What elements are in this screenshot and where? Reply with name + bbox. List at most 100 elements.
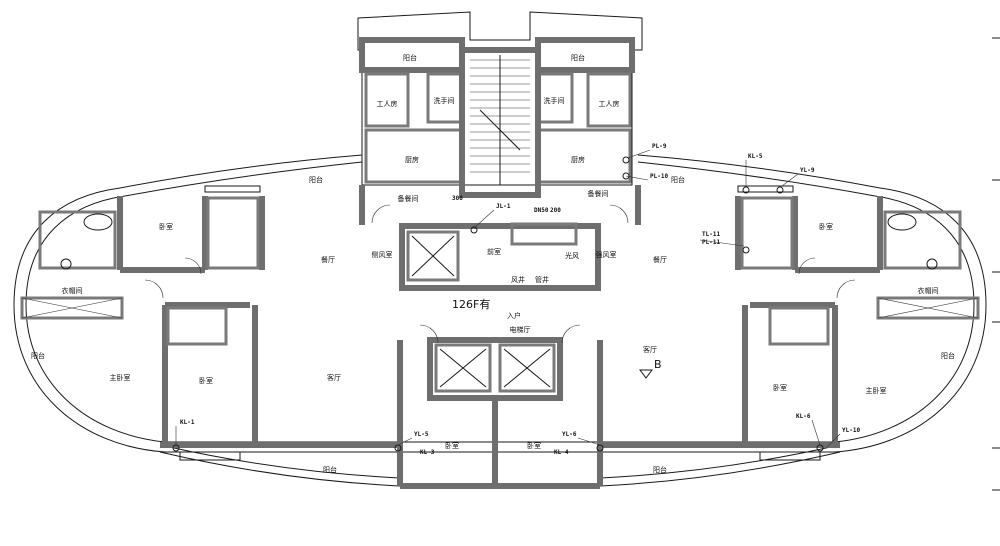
- tag-leaders: [175, 149, 841, 449]
- label-front-room: 前室: [487, 247, 501, 256]
- section-label: B: [654, 358, 662, 371]
- door-arc-1: [144, 279, 164, 299]
- tag-pl9: PL-9: [652, 143, 667, 150]
- label-elevator-hall: 电梯厅: [510, 325, 531, 334]
- label-shaft-b: 管井: [535, 275, 549, 284]
- tag-pl10: PL-10: [650, 173, 668, 180]
- label-bedroom-nw: 卧室: [159, 222, 173, 231]
- tag-yl9: YL-9: [800, 167, 815, 174]
- closet-right-x2: [877, 297, 979, 319]
- door-arc-2: [836, 279, 856, 299]
- label-balcony-side-left: 阳台: [31, 351, 45, 360]
- label-bedroom-ne: 卧室: [819, 222, 833, 231]
- balcony-arc-bottom-right: [599, 451, 841, 487]
- interior-walls: [117, 185, 883, 489]
- label-laundry-right: 衣帽间: [918, 286, 939, 295]
- label-balcony-upper-right: 阳台: [671, 175, 685, 184]
- label-living-left: 客厅: [327, 373, 341, 382]
- label-balcony-top-right: 阳台: [571, 53, 585, 62]
- roof-arc-right: [637, 154, 881, 189]
- bath-left-upper: [206, 196, 260, 270]
- floor-label: 126F有: [452, 297, 490, 311]
- outer-envelope-line: [13, 187, 987, 453]
- right-edge-marks: [992, 37, 1000, 491]
- tag-kl4: KL-4: [554, 449, 569, 456]
- lower-elevator-left: [434, 343, 492, 393]
- window-strip-top-left: [204, 185, 261, 193]
- closet-left-x2: [21, 297, 123, 319]
- label-bedroom-left-mid: 卧室: [199, 376, 213, 385]
- label-service-right: 备餐间: [588, 189, 609, 198]
- closet-left: [20, 296, 124, 320]
- top-balcony-right-wall: [535, 37, 635, 73]
- tag-jl1: JL-1: [496, 203, 511, 210]
- stair-core-wall: [459, 47, 541, 198]
- label-washroom-right: 洗手间: [544, 96, 565, 105]
- tag-pl11: PL-11: [702, 239, 720, 246]
- bath-far-left: [38, 210, 117, 270]
- stair-treads: [470, 55, 530, 185]
- balcony-arc-bottom-left: [159, 451, 401, 487]
- door-arc-4: [561, 324, 581, 344]
- balcony-arc-bottom-left-in: [164, 445, 401, 479]
- inner-envelope-line: [25, 195, 975, 443]
- label-shaft-c: 光风: [565, 251, 579, 260]
- toilet-right: [926, 258, 938, 270]
- worker-room-right-wall: [586, 72, 632, 128]
- label-kitchen-left: 厨房: [405, 155, 419, 164]
- tag-kl6: KL-6: [796, 413, 811, 420]
- window-strip-right: [759, 451, 821, 461]
- door-arc-3: [419, 324, 439, 344]
- door-arc-5: [184, 257, 202, 275]
- section-marker: [639, 369, 653, 379]
- lower-elevator-wall: [427, 337, 563, 401]
- tag-kl3: KL-3: [420, 449, 435, 456]
- bath-right-lower: [768, 306, 830, 346]
- label-dining-left: 餐厅: [321, 255, 335, 264]
- roof-arc-right-inner: [637, 161, 876, 197]
- label-washroom-left: 洗手间: [434, 96, 455, 105]
- bath-right-upper: [740, 196, 794, 270]
- label-balcony-top-left: 阳台: [403, 53, 417, 62]
- window-strip-left: [179, 451, 241, 461]
- tag-kl5: KL-5: [748, 153, 763, 160]
- tag-yl5: YL-5: [414, 431, 429, 438]
- core-wall: [399, 223, 601, 291]
- elevator-top-x2: [411, 235, 455, 277]
- tag-dn50: DN50: [534, 207, 549, 214]
- tag-tl11: TL-11: [702, 231, 720, 238]
- roof-arc-left: [119, 154, 363, 189]
- lower-elevator-left-x2: [439, 348, 487, 388]
- label-entrance: 入户: [507, 311, 521, 320]
- elevator-shaft-top: [406, 230, 460, 282]
- label-bedroom-center-left: 卧室: [445, 441, 459, 450]
- tag-d300: 300: [452, 195, 463, 202]
- label-laundry-left: 衣帽间: [62, 286, 83, 295]
- label-worker-room-left: 工人房: [377, 99, 398, 108]
- label-dining-right: 餐厅: [653, 255, 667, 264]
- label-balcony-bottom-left: 阳台: [323, 465, 337, 474]
- label-bedroom-center-right: 卧室: [527, 441, 541, 450]
- label-bedroom-right-mid: 卧室: [773, 383, 787, 392]
- label-side-hall-right: 强风室: [596, 250, 617, 259]
- tag-yl6: YL-6: [562, 431, 577, 438]
- label-balcony-side-right: 阳台: [941, 351, 955, 360]
- bath-far-right: [883, 210, 962, 270]
- closet-right: [876, 296, 980, 320]
- tag-kl1: KL-1: [180, 419, 195, 426]
- door-arc-8: [371, 204, 391, 224]
- door-arc-6: [798, 257, 816, 275]
- bathtub-right: [887, 213, 917, 231]
- label-balcony-upper-left: 阳台: [309, 175, 323, 184]
- tag-d200: 200: [550, 207, 561, 214]
- label-balcony-bottom-right: 阳台: [653, 465, 667, 474]
- label-worker-room-right: 工人房: [599, 99, 620, 108]
- label-shaft-a: 风井: [511, 275, 525, 284]
- label-kitchen-right: 厨房: [571, 155, 585, 164]
- toilet-left: [60, 258, 72, 270]
- label-side-hall-left: 侧风室: [372, 250, 393, 259]
- bathtub-left: [83, 213, 113, 231]
- label-master-left: 主卧室: [110, 373, 131, 382]
- pipe-risers: [172, 156, 824, 452]
